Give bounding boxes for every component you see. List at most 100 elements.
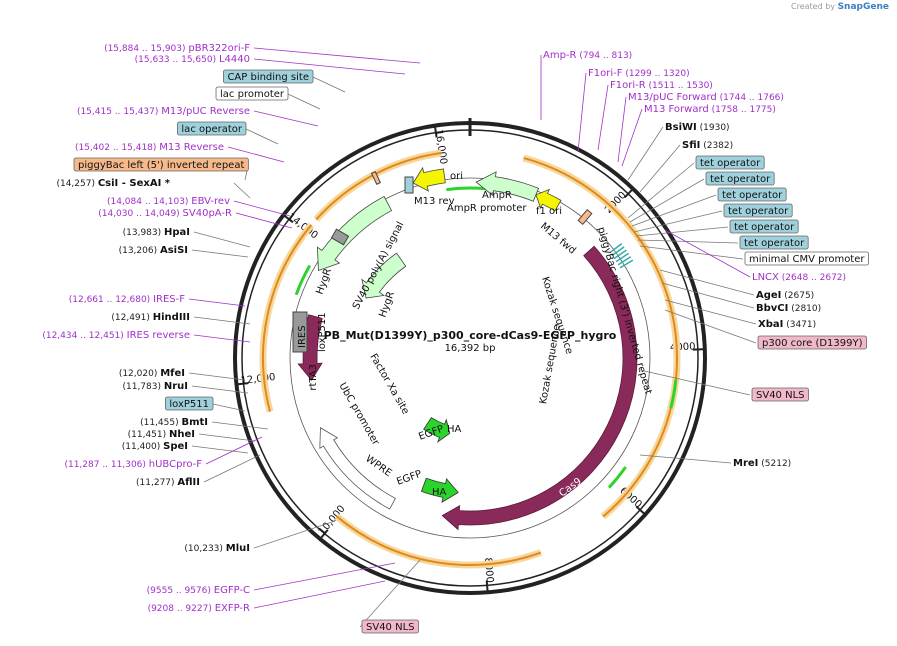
ampr-promoter-label: AmpR promoter — [447, 203, 527, 214]
leader-line — [245, 128, 279, 145]
feature-label-text: CAP binding site — [227, 72, 309, 83]
feature-label-text: XbaI (3471) — [758, 319, 816, 330]
feature-label-text: SV40 NLS — [366, 622, 415, 633]
feature-label-box — [744, 251, 869, 266]
feature-label-box — [177, 121, 247, 136]
leader-line — [188, 372, 246, 381]
feature-label-text: (15,884 .. 15,903) pBR322ori-F — [104, 43, 250, 54]
feature-label-box — [215, 86, 289, 101]
feature-label-text: p300 core (D1399Y) — [762, 338, 863, 349]
feature-label-text: AgeI (2675) — [756, 290, 814, 301]
feature-label-box — [164, 396, 214, 411]
tet-operator-mark — [619, 259, 634, 269]
leader-line — [193, 316, 251, 325]
feature-label-text: (14,030 .. 14,049) SV40pA-R — [98, 208, 232, 219]
egfp-outer-label: EGFP — [395, 469, 423, 488]
ori-arrow — [412, 166, 446, 192]
primer-arrow — [294, 264, 312, 296]
tick-mark — [235, 382, 249, 386]
tet-operator-mark — [613, 249, 627, 260]
ori-label: ori — [450, 171, 463, 182]
leader-line — [227, 146, 285, 163]
leader-line — [617, 96, 627, 163]
credit: Created by SnapGene — [791, 2, 889, 12]
tick-mark — [433, 124, 438, 138]
f1ori-label: f1 ori — [536, 206, 562, 217]
ires-label: IRES — [297, 325, 308, 348]
egfp-inner-arrow — [420, 477, 459, 504]
inner-feature-ring — [289, 177, 651, 539]
loxp-label: loxP511 — [317, 312, 328, 352]
m13rev-label: M13 rev — [414, 196, 455, 207]
leader-line — [191, 385, 249, 394]
sv40pa-box — [330, 228, 350, 246]
leader-line — [235, 212, 293, 229]
feature-label-text: (9555 .. 9576) EGFP-C — [147, 585, 250, 596]
primer-arrow — [607, 466, 627, 489]
egfp-small-arrow — [423, 416, 451, 444]
feature-label-text: (11,287 .. 11,306) hUBCpro-F — [64, 459, 202, 470]
feature-label-box — [361, 619, 419, 634]
feature-label-text: tet operator — [734, 222, 795, 233]
feature-label-text: SfiI (2382) — [682, 140, 733, 151]
feature-label-text: (12,661 .. 12,680) IRES-F — [69, 294, 185, 305]
feature-label-box — [73, 157, 249, 172]
feature-label-text: tet operator — [710, 174, 771, 185]
leader-line — [631, 194, 717, 227]
cas9-arrow — [441, 245, 638, 531]
leader-line — [233, 182, 251, 199]
feature-label-text: tet operator — [700, 158, 761, 169]
piggybac-box — [577, 209, 593, 225]
feature-label-text: (9208 .. 9227) EXFP-R — [148, 603, 250, 614]
leader-line — [627, 162, 695, 219]
leader-line — [253, 562, 396, 591]
feature-label-box — [705, 171, 775, 186]
m13fwd-label: M13 fwd — [538, 221, 578, 257]
ha-inner-label: HA — [447, 424, 462, 435]
feature-label-text: F1ori-F (1299 .. 1320) — [588, 68, 690, 79]
feature-label-box — [739, 235, 809, 250]
leader-line — [629, 178, 705, 223]
feature-label-text: MreI (5212) — [733, 458, 791, 469]
feature-label-text: (15,633 .. 15,650) L4440 — [135, 54, 250, 65]
feature-label-text: tet operator — [728, 206, 789, 217]
tick-label: 12,000 — [240, 372, 276, 387]
hygr-outer-label: HygR — [314, 267, 333, 296]
leader-line — [253, 110, 319, 127]
tet-operator-mark — [615, 252, 630, 263]
hygr-small-arrow — [361, 252, 407, 299]
ha-outer-label: HA — [432, 487, 447, 498]
feature-label-text: (13,206) AsiSI — [119, 245, 188, 256]
tick-mark — [282, 213, 294, 224]
feature-label-text: lac operator — [181, 124, 242, 135]
f1ori-arrow — [535, 188, 562, 212]
feature-label-text: M13 Forward (1758 .. 1775) — [644, 104, 776, 115]
feature-label-text: (13,983) HpaI — [123, 227, 190, 238]
feature-label-text: F1ori-R (1511 .. 1530) — [610, 80, 713, 91]
feature-label-text: BsiWI (1930) — [665, 122, 730, 133]
feature-label-text: LNCX (2648 .. 2672) — [752, 272, 846, 283]
leader-line — [597, 84, 609, 151]
leader-line — [639, 369, 751, 396]
leader-line — [577, 72, 587, 153]
feature-label-text: tet operator — [722, 190, 783, 201]
tick-label: 16,000 — [433, 129, 449, 165]
factorxa-label: Factor Xa site — [367, 352, 411, 416]
hygr-inner-arrow — [297, 314, 323, 381]
tick-mark — [318, 529, 329, 541]
highlight-arc-line — [523, 157, 678, 518]
feature-label-text: (11,400) SpeI — [122, 441, 188, 452]
leader-line — [312, 76, 346, 93]
highlight-arc — [334, 513, 542, 569]
leader-line — [191, 249, 249, 258]
ampr-label: AmpR — [482, 190, 512, 201]
piggybac-left-box — [370, 171, 382, 185]
feature-label-box — [723, 203, 793, 218]
feature-label-text: lac promoter — [220, 89, 285, 100]
highlight-arc-line — [262, 224, 313, 412]
leader-line — [637, 239, 739, 244]
leader-line — [659, 269, 755, 296]
leader-line — [639, 245, 744, 260]
feature-label-text: M13/pUC Forward (1744 .. 1766) — [628, 92, 784, 103]
